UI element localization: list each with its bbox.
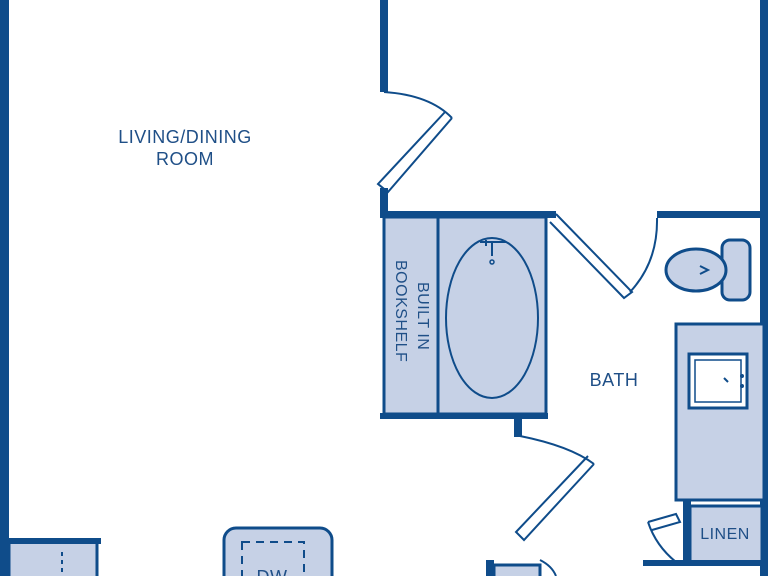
bath-door-arc: [629, 217, 659, 293]
drain-icon: [489, 259, 495, 265]
toilet-icon: [664, 238, 752, 302]
dishwasher-outline: [241, 541, 305, 576]
faucet-icon: [480, 240, 506, 256]
partition-wall-upper: [380, 0, 388, 92]
sink-tap: [740, 374, 744, 378]
bedroom-door-arc: [383, 91, 453, 119]
bath-label: BATH: [590, 370, 639, 390]
lower-door-arc: [519, 435, 595, 465]
kitchen-counter: [7, 540, 99, 576]
bath-top-wall-right: [657, 211, 763, 218]
outer-wall-left: [0, 0, 9, 576]
vanity: [674, 322, 766, 502]
linen-label: LINEN: [700, 526, 750, 543]
sink-drain: [723, 377, 729, 383]
linen-door-leaf: [647, 512, 682, 531]
living-room-label-line2: ROOM: [156, 149, 214, 169]
sink-icon: [687, 352, 749, 410]
bath-lower-post: [514, 417, 522, 437]
linen-wall: [683, 500, 691, 562]
bookshelf-label-line1: BUILT IN: [414, 282, 431, 350]
living-room-label-line1: LIVING/DINING: [118, 127, 252, 147]
linen-door-arc: [647, 521, 677, 563]
partition-wall-stub: [380, 188, 388, 216]
dishwasher-label: DW: [257, 567, 288, 576]
kitchen-counter-top: [9, 538, 101, 544]
sink-basin: [694, 359, 742, 403]
bath-bottom-wall: [380, 413, 548, 419]
bathtub-basin: [445, 237, 539, 399]
lower-door-leaf: [514, 455, 595, 542]
bedroom-door-leaf: [376, 111, 453, 194]
closet-door-arc: [539, 559, 557, 576]
bath-top-wall: [380, 211, 556, 218]
linen-bottom-wall: [643, 560, 768, 566]
bookshelf-label-line2: BOOKSHELF: [392, 260, 409, 362]
outer-wall-right: [760, 0, 768, 576]
closet-unit: [492, 563, 542, 576]
bath-door-leaf: [549, 213, 634, 300]
closet-post: [486, 560, 494, 576]
sink-tap-2: [740, 384, 744, 388]
